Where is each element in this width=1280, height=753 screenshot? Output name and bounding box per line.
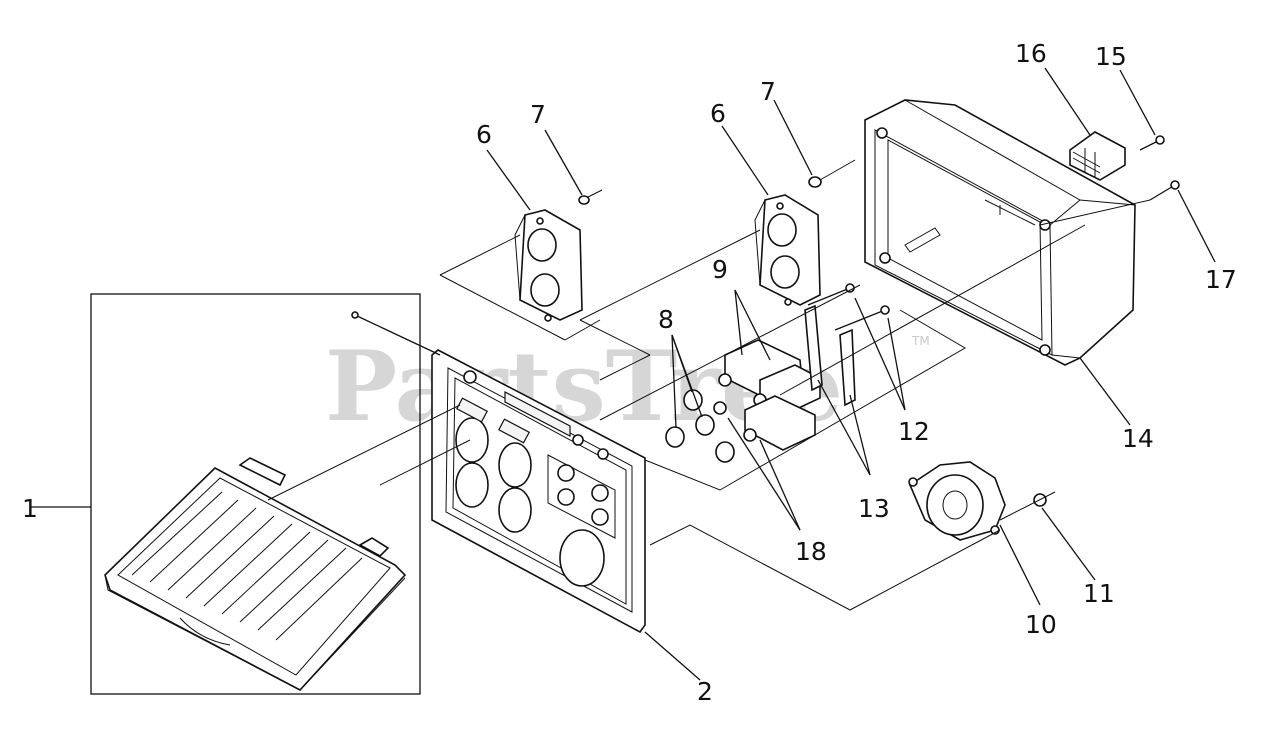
callout-17: 17 [1205, 265, 1237, 294]
leader-8b [671, 334, 703, 418]
leader-6a [486, 149, 531, 211]
leader-12a [854, 297, 906, 411]
callout-16: 16 [1015, 39, 1047, 68]
part-18-breaker[interactable] [713, 395, 816, 451]
assembly-line-10 [649, 524, 1001, 611]
callout-10: 10 [1025, 610, 1057, 639]
assembly-line-housing [599, 224, 1086, 421]
part-8-boots[interactable] [665, 389, 735, 463]
part-7-washer-left[interactable] [578, 195, 590, 205]
callout-14: 14 [1122, 424, 1154, 453]
callout-15: 15 [1095, 42, 1127, 71]
part-15-screw[interactable] [1139, 135, 1165, 151]
part-16-terminal-block[interactable] [1069, 131, 1126, 181]
assembly-line-breakers [644, 309, 966, 491]
leader-13a [817, 379, 871, 476]
leader-10 [999, 524, 1041, 606]
watermark-tm: TM [911, 334, 930, 348]
leader-9b [734, 289, 743, 356]
part-10-twist-lock-receptacle[interactable] [908, 461, 1006, 541]
leader-11 [1041, 507, 1096, 581]
panel-screw[interactable] [351, 311, 441, 356]
callout-2: 2 [697, 677, 713, 706]
leader-14 [1079, 357, 1131, 426]
leader-6b [721, 125, 769, 196]
assembly-line-6b [579, 229, 761, 381]
leader-12b [887, 317, 906, 411]
part-17-screw[interactable] [1149, 180, 1180, 201]
leader-18b [727, 417, 801, 531]
assembly-line-17 [1039, 199, 1151, 226]
assembly-line-b [379, 439, 471, 486]
part-6-receptacle-right[interactable] [754, 194, 821, 306]
washer-7a-axis [587, 189, 603, 198]
leader-16 [1044, 67, 1091, 136]
callout-18: 18 [795, 537, 827, 566]
leader-2 [644, 631, 701, 681]
assembly-line-a [267, 404, 461, 501]
callout-1: 1 [22, 494, 38, 523]
callout-9: 9 [712, 255, 728, 284]
callout-7b: 7 [760, 77, 776, 106]
part-12-screws[interactable] [807, 283, 890, 331]
callout-6b: 6 [710, 99, 726, 128]
assembly-line-6a [439, 234, 601, 341]
part-1-cover[interactable] [90, 293, 421, 695]
callout-6a: 6 [476, 120, 492, 149]
axis-10 [999, 491, 1056, 521]
leader-13b [849, 394, 871, 476]
part-13-straps[interactable] [804, 304, 856, 407]
part-2-control-panel[interactable] [431, 349, 646, 634]
leader-18a [759, 439, 801, 531]
leader-7b [773, 99, 813, 176]
callout-11: 11 [1083, 579, 1115, 608]
washer-7b-axis [819, 159, 856, 181]
part-6-receptacle-left[interactable] [514, 209, 583, 322]
leader-9a [734, 289, 771, 361]
leader-17 [1177, 189, 1216, 263]
callout-12: 12 [898, 417, 930, 446]
leader-15 [1119, 69, 1156, 136]
callout-7a: 7 [530, 100, 546, 129]
callout-8: 8 [658, 305, 674, 334]
leader-7a [544, 129, 583, 196]
part-7-washer-right[interactable] [808, 176, 822, 188]
callout-13: 13 [858, 494, 890, 523]
